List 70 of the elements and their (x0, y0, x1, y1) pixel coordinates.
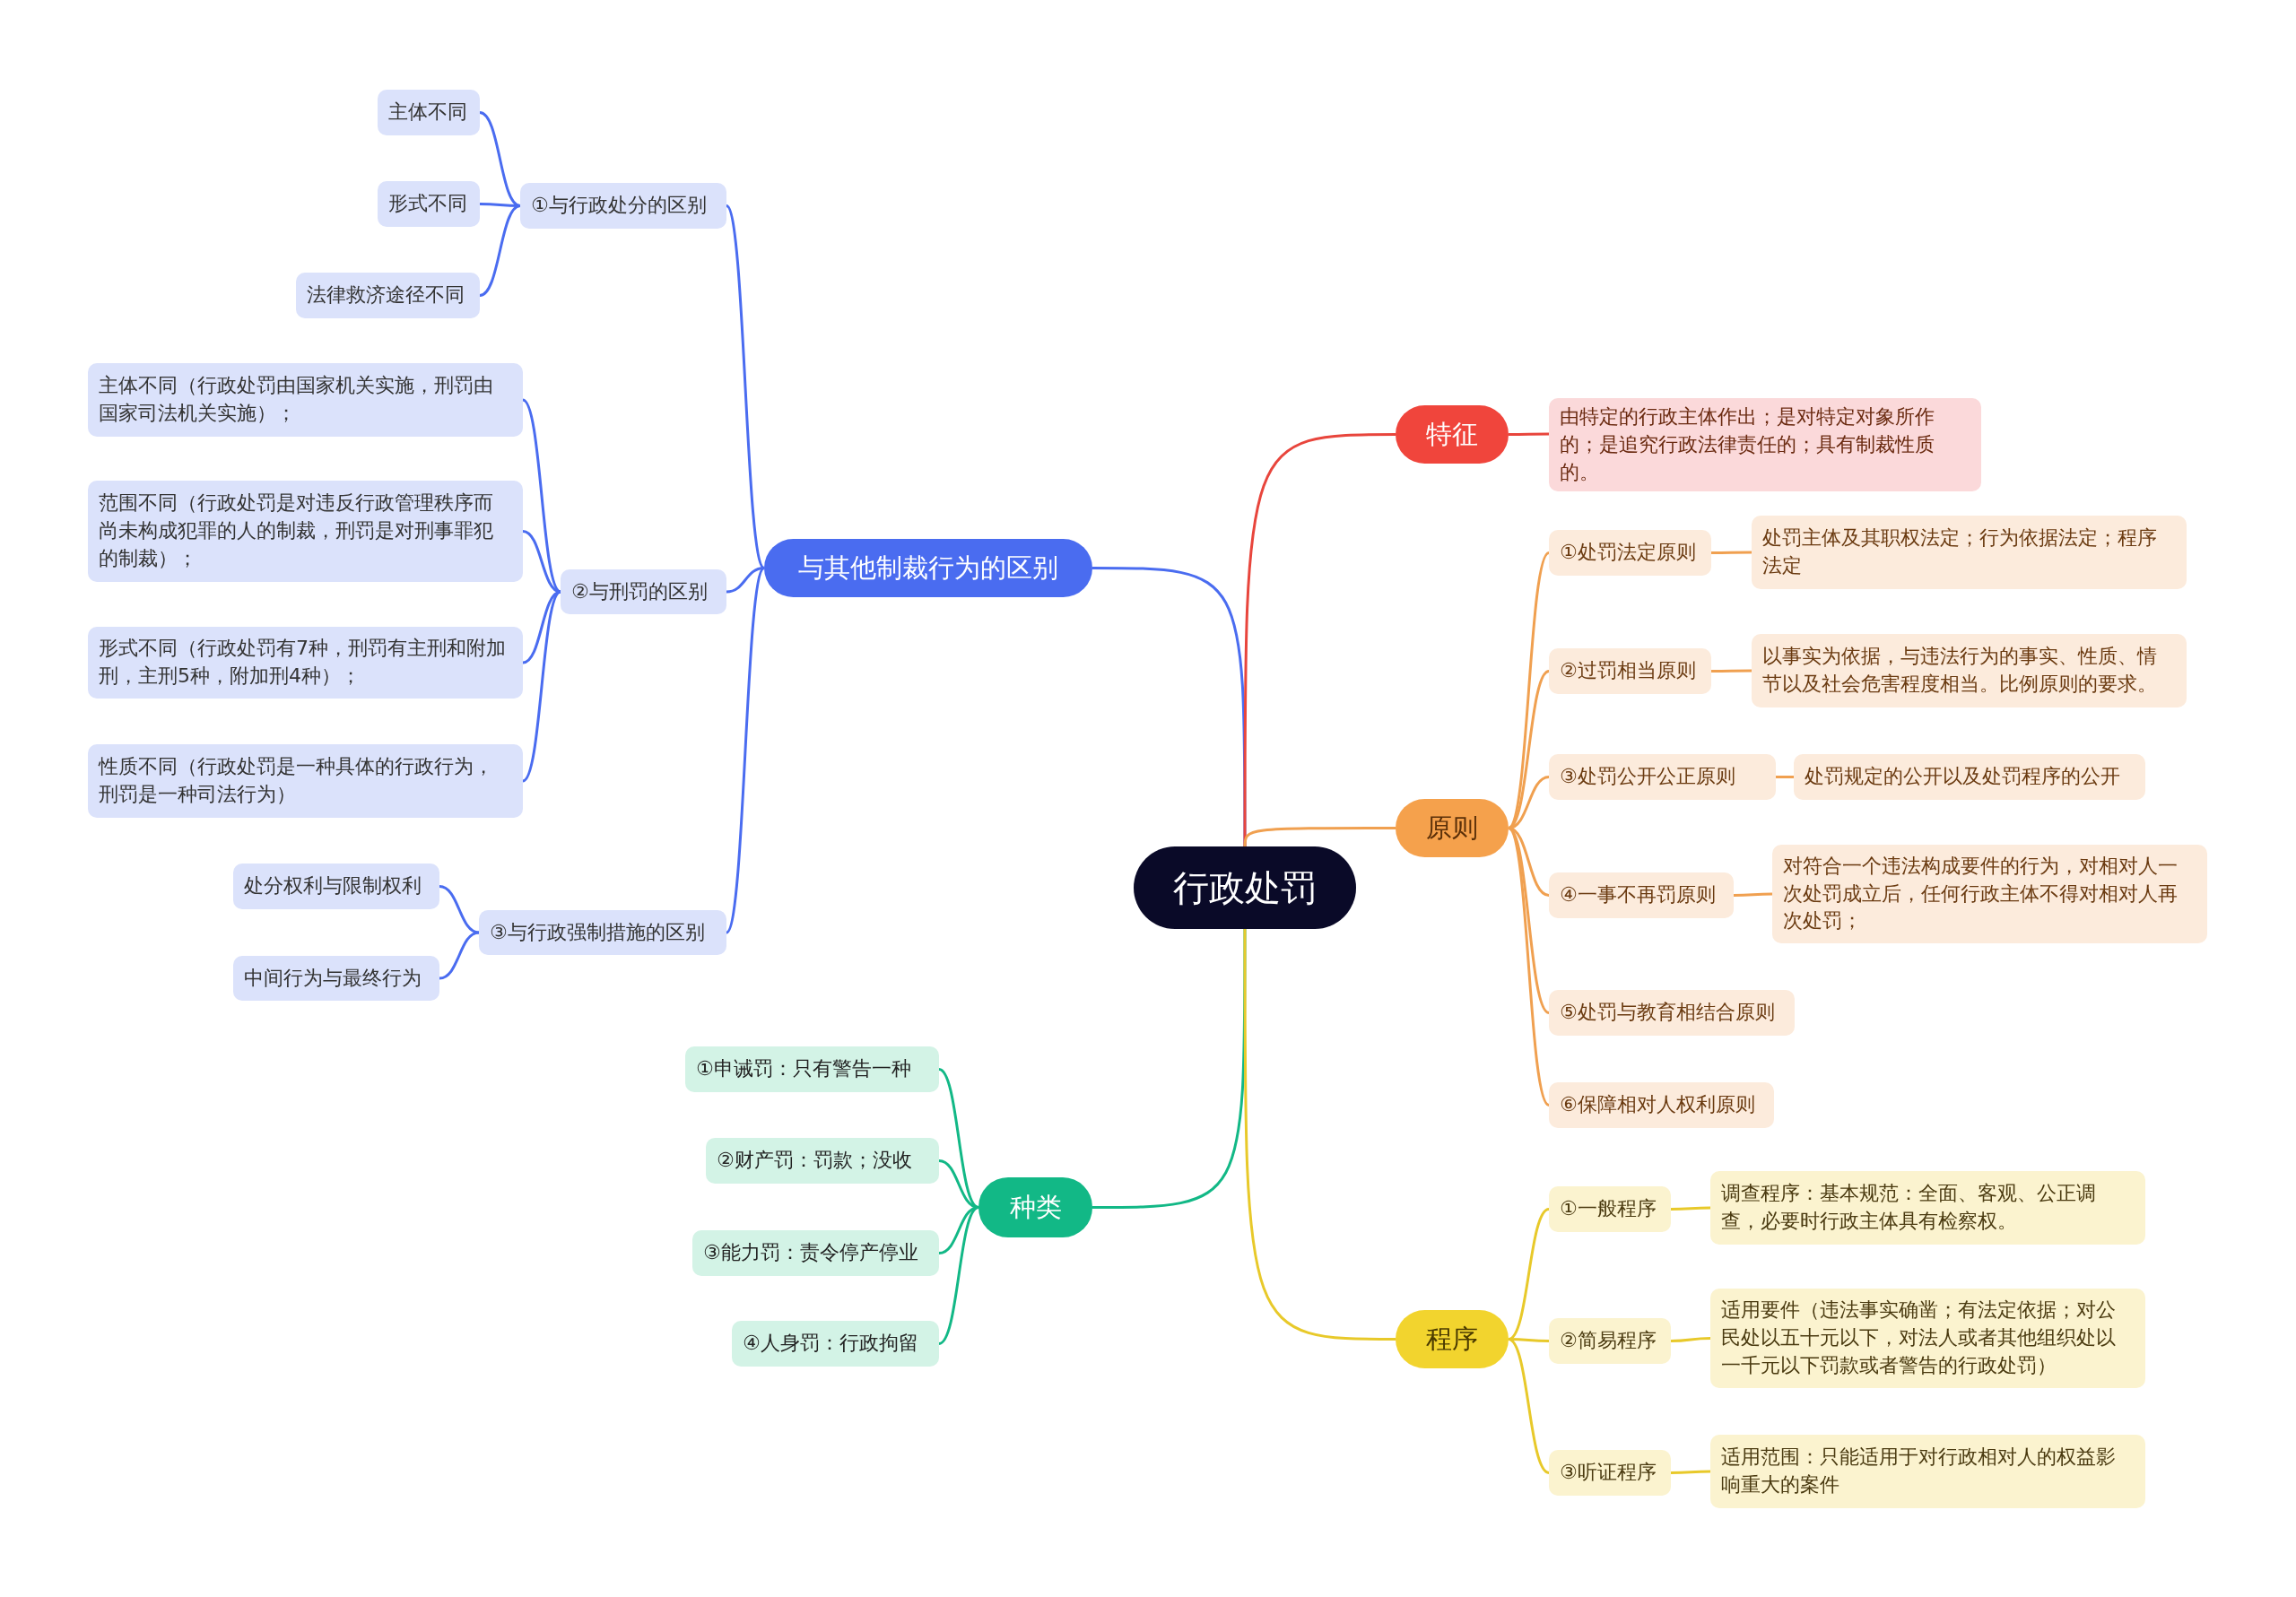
subtopic-box: ③与行政强制措施的区别 (479, 910, 726, 955)
subtopic-box: 处罚主体及其职权法定；行为依据法定；程序法定 (1752, 516, 2187, 589)
subtopic-box: ②简易程序 (1549, 1318, 1671, 1364)
connector (1243, 827, 1396, 847)
connector (1507, 551, 1551, 829)
subtopic-box: 以事实为依据，与违法行为的事实、性质、情节以及社会危害程度相当。比例原则的要求。 (1752, 634, 2187, 707)
subtopic-box: 性质不同（行政处罚是一种具体的行政行为，刑罚是一种司法行为） (88, 744, 523, 818)
subtopic-box: 处分权利与限制权利 (233, 864, 439, 909)
connector (1243, 929, 1396, 1341)
connector (1776, 776, 1794, 778)
subtopic-box: 处罚规定的公开以及处罚程序的公开 (1794, 754, 2145, 800)
subtopic-box: 形式不同 (378, 181, 480, 227)
subtopic-box: 法律救济途径不同 (296, 273, 480, 318)
connector (1508, 827, 1550, 897)
subtopic-box: ②与刑罚的区别 (561, 569, 726, 614)
connector (479, 111, 521, 207)
branch-topic: 与其他制裁行为的区别 (764, 539, 1092, 597)
branch-topic: 原则 (1396, 799, 1509, 857)
subtopic-box: ②过罚相当原则 (1549, 648, 1711, 694)
subtopic-box: ①申诫罚：只有警告一种 (685, 1046, 939, 1092)
subtopic-box: 适用范围：只能适用于对行政相对人的权益影响重大的案件 (1710, 1435, 2145, 1508)
connector (1092, 929, 1247, 1209)
connector (439, 885, 480, 934)
subtopic-box: ④一事不再罚原则 (1549, 872, 1734, 918)
connector (1508, 1338, 1550, 1474)
subtopic-box: 中间行为与最终行为 (233, 956, 439, 1001)
connector (725, 567, 766, 933)
subtopic-box: ⑥保障相对人权利原则 (1549, 1082, 1774, 1128)
connector (1711, 551, 1752, 554)
connector (938, 1206, 979, 1345)
subtopic-box: 主体不同（行政处罚由国家机关实施，刑罚由国家司法机关实施）； (88, 363, 523, 437)
connector (479, 204, 521, 297)
branch-topic: 特征 (1396, 405, 1509, 464)
connector (522, 590, 561, 783)
note-box: 由特定的行政主体作出；是对特定对象所作的；是追究行政法律责任的；具有制裁性质的。 (1549, 398, 1981, 492)
connector (1671, 1470, 1710, 1474)
connector (1507, 827, 1551, 1107)
subtopic-box: 主体不同 (378, 90, 480, 135)
subtopic-box: ③听证程序 (1549, 1450, 1671, 1496)
connector (439, 931, 480, 980)
subtopic-box: ④人身罚：行政拘留 (732, 1321, 939, 1367)
subtopic-box: 形式不同（行政处罚有7种，刑罚有主刑和附加刑，主刑5种，附加刑4种）； (88, 627, 523, 699)
connector (1508, 670, 1550, 829)
connector (1711, 669, 1752, 673)
connector (1671, 1337, 1710, 1342)
connector (1092, 567, 1247, 846)
connector (1508, 1208, 1550, 1341)
connector (938, 1068, 979, 1209)
subtopic-box: 调查程序：基本规范：全面、客观、公正调查，必要时行政主体具有检察权。 (1710, 1171, 2145, 1245)
connector (1734, 892, 1772, 897)
subtopic-box: ③处罚公开公正原则 (1549, 754, 1776, 800)
connector (1509, 432, 1549, 436)
subtopic-box: ③能力罚：责令停产停业 (692, 1230, 939, 1276)
subtopic-box: ①处罚法定原则 (1549, 530, 1711, 576)
subtopic-box: ①一般程序 (1549, 1186, 1671, 1232)
subtopic-box: 适用要件（违法事实确凿；有法定依据；对公民处以五十元以下，对法人或者其他组织处以一千元以下罚款或者警告的行政处罚） (1710, 1289, 2145, 1388)
connector (1671, 1206, 1710, 1211)
subtopic-box: ②财产罚：罚款；没收 (706, 1138, 939, 1184)
subtopic-box: 范围不同（行政处罚是对违反行政管理秩序而尚未构成犯罪的人的制裁，刑罚是对刑事罪犯的制裁）； (88, 481, 523, 582)
connector (1508, 827, 1550, 1014)
subtopic-box: 对符合一个违法构成要件的行为，对相对人一次处罚成立后，任何行政主体不得对相对人再次处罚； (1772, 845, 2207, 943)
branch-topic: 种类 (978, 1177, 1092, 1237)
connector (726, 567, 765, 594)
subtopic-box: ⑤处罚与教育相结合原则 (1549, 990, 1795, 1036)
connector (725, 204, 766, 569)
branch-topic: 程序 (1396, 1310, 1509, 1368)
connector (938, 1206, 979, 1254)
subtopic-box: ①与行政处分的区别 (520, 183, 726, 229)
connector (1509, 1338, 1549, 1342)
central-topic: 行政处罚 (1134, 846, 1356, 929)
